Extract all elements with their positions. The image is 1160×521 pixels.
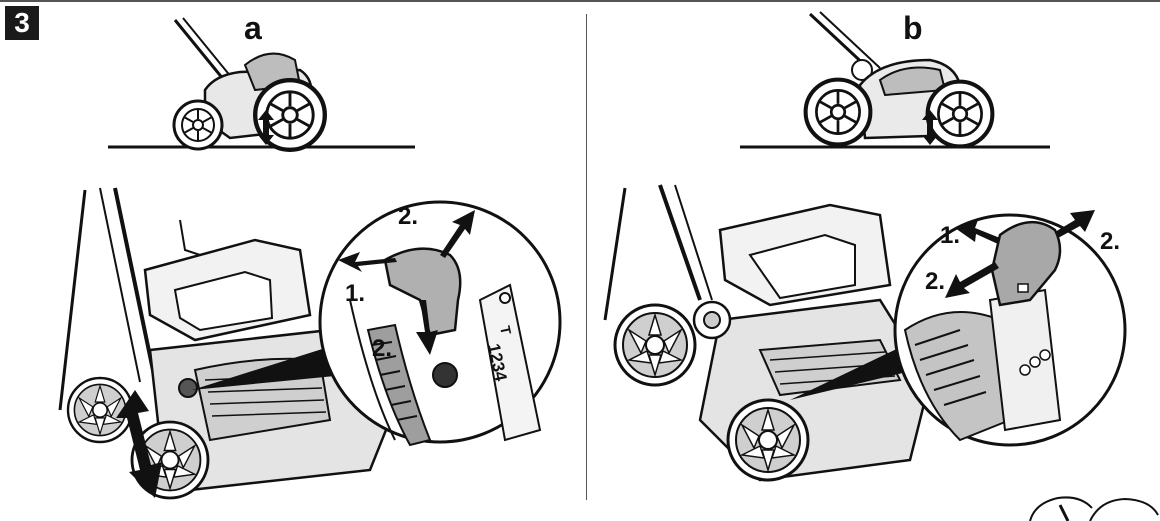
step-1-label-a: 1.: [345, 280, 365, 308]
callout-zoom-b: [895, 210, 1125, 445]
wheel-icon: [806, 80, 871, 145]
step-2-label-b-left: 2.: [925, 268, 945, 296]
wheel-icon: [928, 82, 993, 147]
mower-front-view-b: [740, 12, 1050, 147]
wheel-icon: [728, 400, 808, 480]
wheel-icon: [174, 101, 222, 149]
mower-perspective-b: [605, 185, 930, 480]
mower-side-view-a: [108, 18, 415, 150]
step-2-label-a-top: 2.: [398, 203, 418, 231]
step-1-label-b: 1.: [940, 222, 960, 250]
wheel-icon: [615, 305, 695, 385]
step-2-label-b-right: 2.: [1100, 228, 1120, 256]
step-2-label-a-bottom: 2.: [372, 335, 392, 363]
callout-zoom-a: [320, 202, 560, 445]
handle-a: [175, 20, 228, 85]
next-figure-fragment: [1030, 497, 1158, 521]
